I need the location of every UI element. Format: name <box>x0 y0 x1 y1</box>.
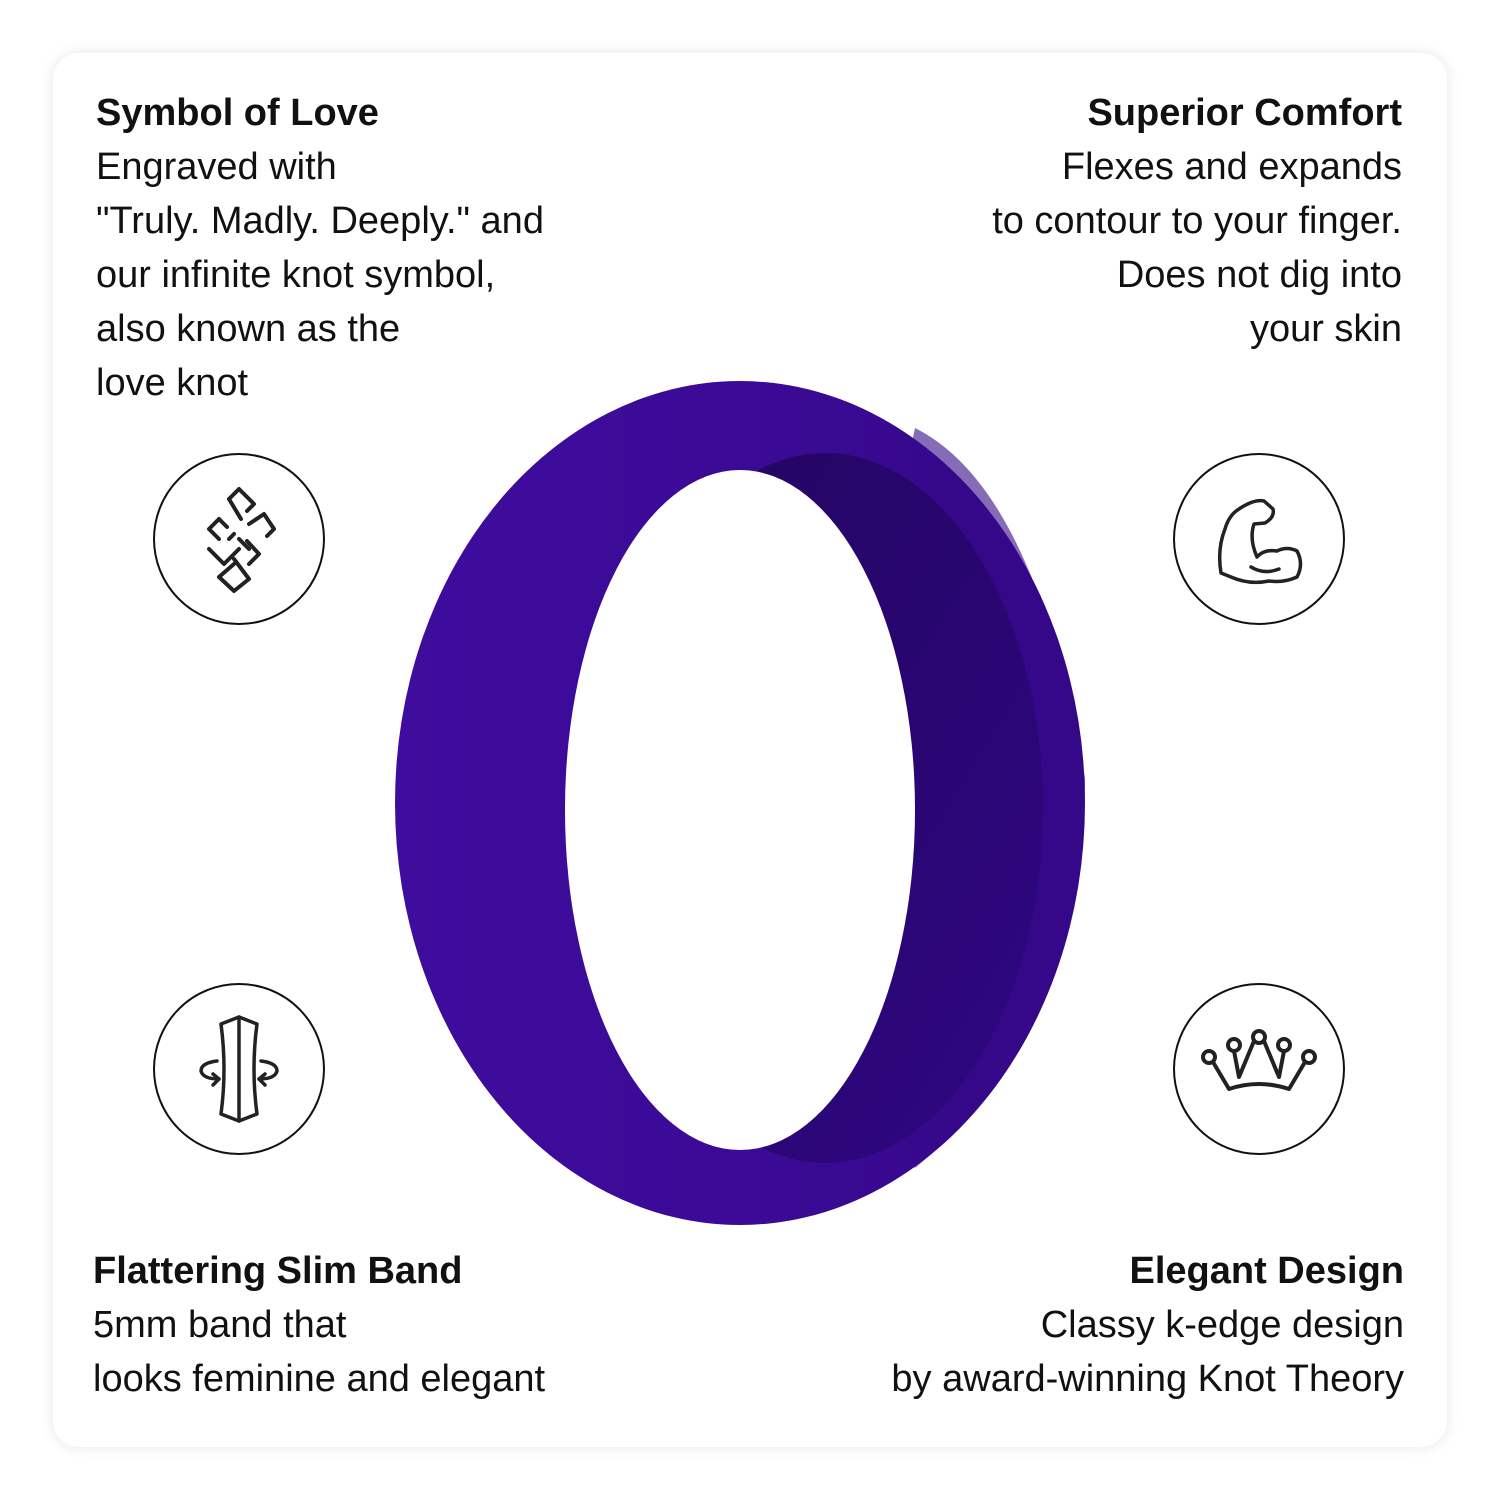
feature-symbol-of-love: Symbol of Love Engraved with "Truly. Mad… <box>96 86 544 410</box>
feature-title: Flattering Slim Band <box>93 1250 463 1292</box>
love-knot-icon <box>153 453 325 625</box>
feature-superior-comfort: Superior Comfort Flexes and expands to c… <box>992 86 1402 356</box>
rotating-band-icon <box>153 983 325 1155</box>
feature-title: Elegant Design <box>1129 1250 1405 1292</box>
feature-title: Superior Comfort <box>1087 92 1402 134</box>
feature-description: Engraved with "Truly. Madly. Deeply." an… <box>96 146 544 404</box>
feature-description: Classy k-edge design by award-winning Kn… <box>891 1304 1404 1400</box>
feature-description: Flexes and expands to contour to your fi… <box>992 146 1402 350</box>
feature-flattering-slim-band: Flattering Slim Band 5mm band that looks… <box>93 1244 545 1406</box>
feature-description: 5mm band that looks feminine and elegant <box>93 1304 546 1400</box>
feature-elegant-design: Elegant Design Classy k-edge design by a… <box>891 1244 1404 1406</box>
crown-icon <box>1173 983 1345 1155</box>
flexed-bicep-icon <box>1173 453 1345 625</box>
purple-silicone-ring-image <box>395 378 1095 1228</box>
feature-title: Symbol of Love <box>96 92 379 134</box>
